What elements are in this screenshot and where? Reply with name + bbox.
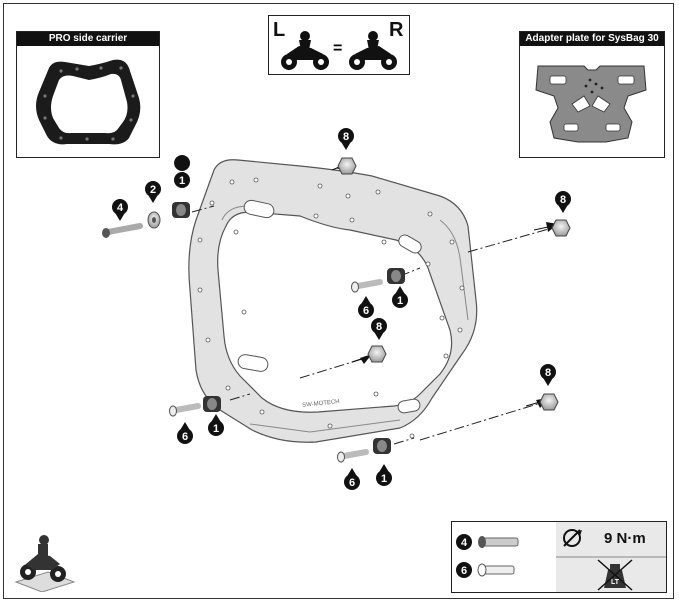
legend-screw-icon (477, 563, 515, 577)
svg-text:1: 1 (179, 175, 185, 187)
callout-pin-6: 6 (358, 296, 374, 318)
legend-bolt-icon (478, 536, 519, 548)
legend-screw-callout: 6 (456, 562, 472, 578)
adapter-plate-title: Adapter plate for SysBag 30 (520, 32, 664, 46)
pro-side-carrier-title: PRO side carrier (17, 32, 159, 46)
callout-pin-8: 8 (371, 318, 387, 340)
spacer-washer (147, 211, 161, 229)
rubber-grommet (203, 396, 221, 412)
callout-pin-8: 8 (540, 364, 556, 386)
lock-nut (551, 219, 571, 237)
pro-side-carrier-panel: PRO side carrier (16, 31, 160, 158)
callout-pin-8: 8 (338, 128, 354, 150)
callout-pin-2: 2 (145, 181, 161, 203)
motorcycle-right-icon (349, 31, 397, 70)
adapter-plate-panel: Adapter plate for SysBag 30 (519, 31, 665, 158)
rubber-grommet (172, 202, 190, 218)
svg-text:8: 8 (376, 321, 382, 333)
callout-pin-1: 1 (392, 286, 408, 308)
diagram-frame (3, 3, 674, 599)
callout-pin-1: 1 (208, 414, 224, 436)
svg-text:8: 8 (343, 131, 349, 143)
equals-sign: = (333, 40, 343, 57)
left-letter: L (273, 19, 286, 41)
screw-m6 (337, 449, 369, 463)
rubber-grommet (387, 268, 405, 284)
legend-bolt-callout: 4 (456, 534, 472, 550)
torque-wrench-icon (563, 529, 582, 547)
svg-text:1: 1 (381, 473, 387, 485)
svg-text:LT: LT (611, 579, 620, 586)
svg-text:1: 1 (397, 295, 403, 307)
screw-m6 (169, 403, 201, 417)
adapter-plate-thumbnail (535, 65, 647, 143)
callout-pin-1: 1 (174, 155, 191, 188)
callout-pin-4: 4 (112, 199, 128, 221)
motorcycle-left-icon (281, 31, 329, 70)
lock-nut (367, 345, 387, 363)
lock-nut (337, 157, 357, 175)
svg-text:8: 8 (545, 367, 551, 379)
screw-m6 (351, 279, 383, 293)
callout-pin-6: 6 (344, 468, 360, 490)
right-letter: R (389, 19, 404, 41)
svg-text:6: 6 (349, 477, 355, 489)
left-right-orientation-box: L R = (268, 15, 410, 75)
torque-legend-box: 4 6 LT 9 N·m (451, 521, 667, 593)
torque-value: 9 N·m (604, 530, 646, 547)
callout-pin-8: 8 (555, 191, 571, 213)
svg-text:6: 6 (363, 305, 369, 317)
no-threadlock-icon: LT (597, 559, 633, 591)
side-carrier-thumbnail (36, 59, 141, 145)
svg-text:4: 4 (117, 202, 124, 214)
svg-text:6: 6 (182, 431, 188, 443)
svg-text:2: 2 (150, 184, 156, 196)
lock-nut (539, 393, 559, 411)
side-carrier-frame: SW-MOTECH (188, 159, 478, 443)
svg-text:4: 4 (461, 537, 468, 549)
bolt-m6 (102, 223, 143, 238)
rubber-grommet (373, 438, 391, 454)
svg-text:8: 8 (560, 194, 566, 206)
callout-pin-1: 1 (376, 464, 392, 486)
workshop-motorcycle-icon (14, 535, 76, 592)
svg-text:1: 1 (213, 423, 219, 435)
svg-text:6: 6 (461, 565, 467, 577)
callout-pin-6: 6 (177, 422, 193, 444)
svg-text:SW-MOTECH: SW-MOTECH (302, 399, 340, 409)
